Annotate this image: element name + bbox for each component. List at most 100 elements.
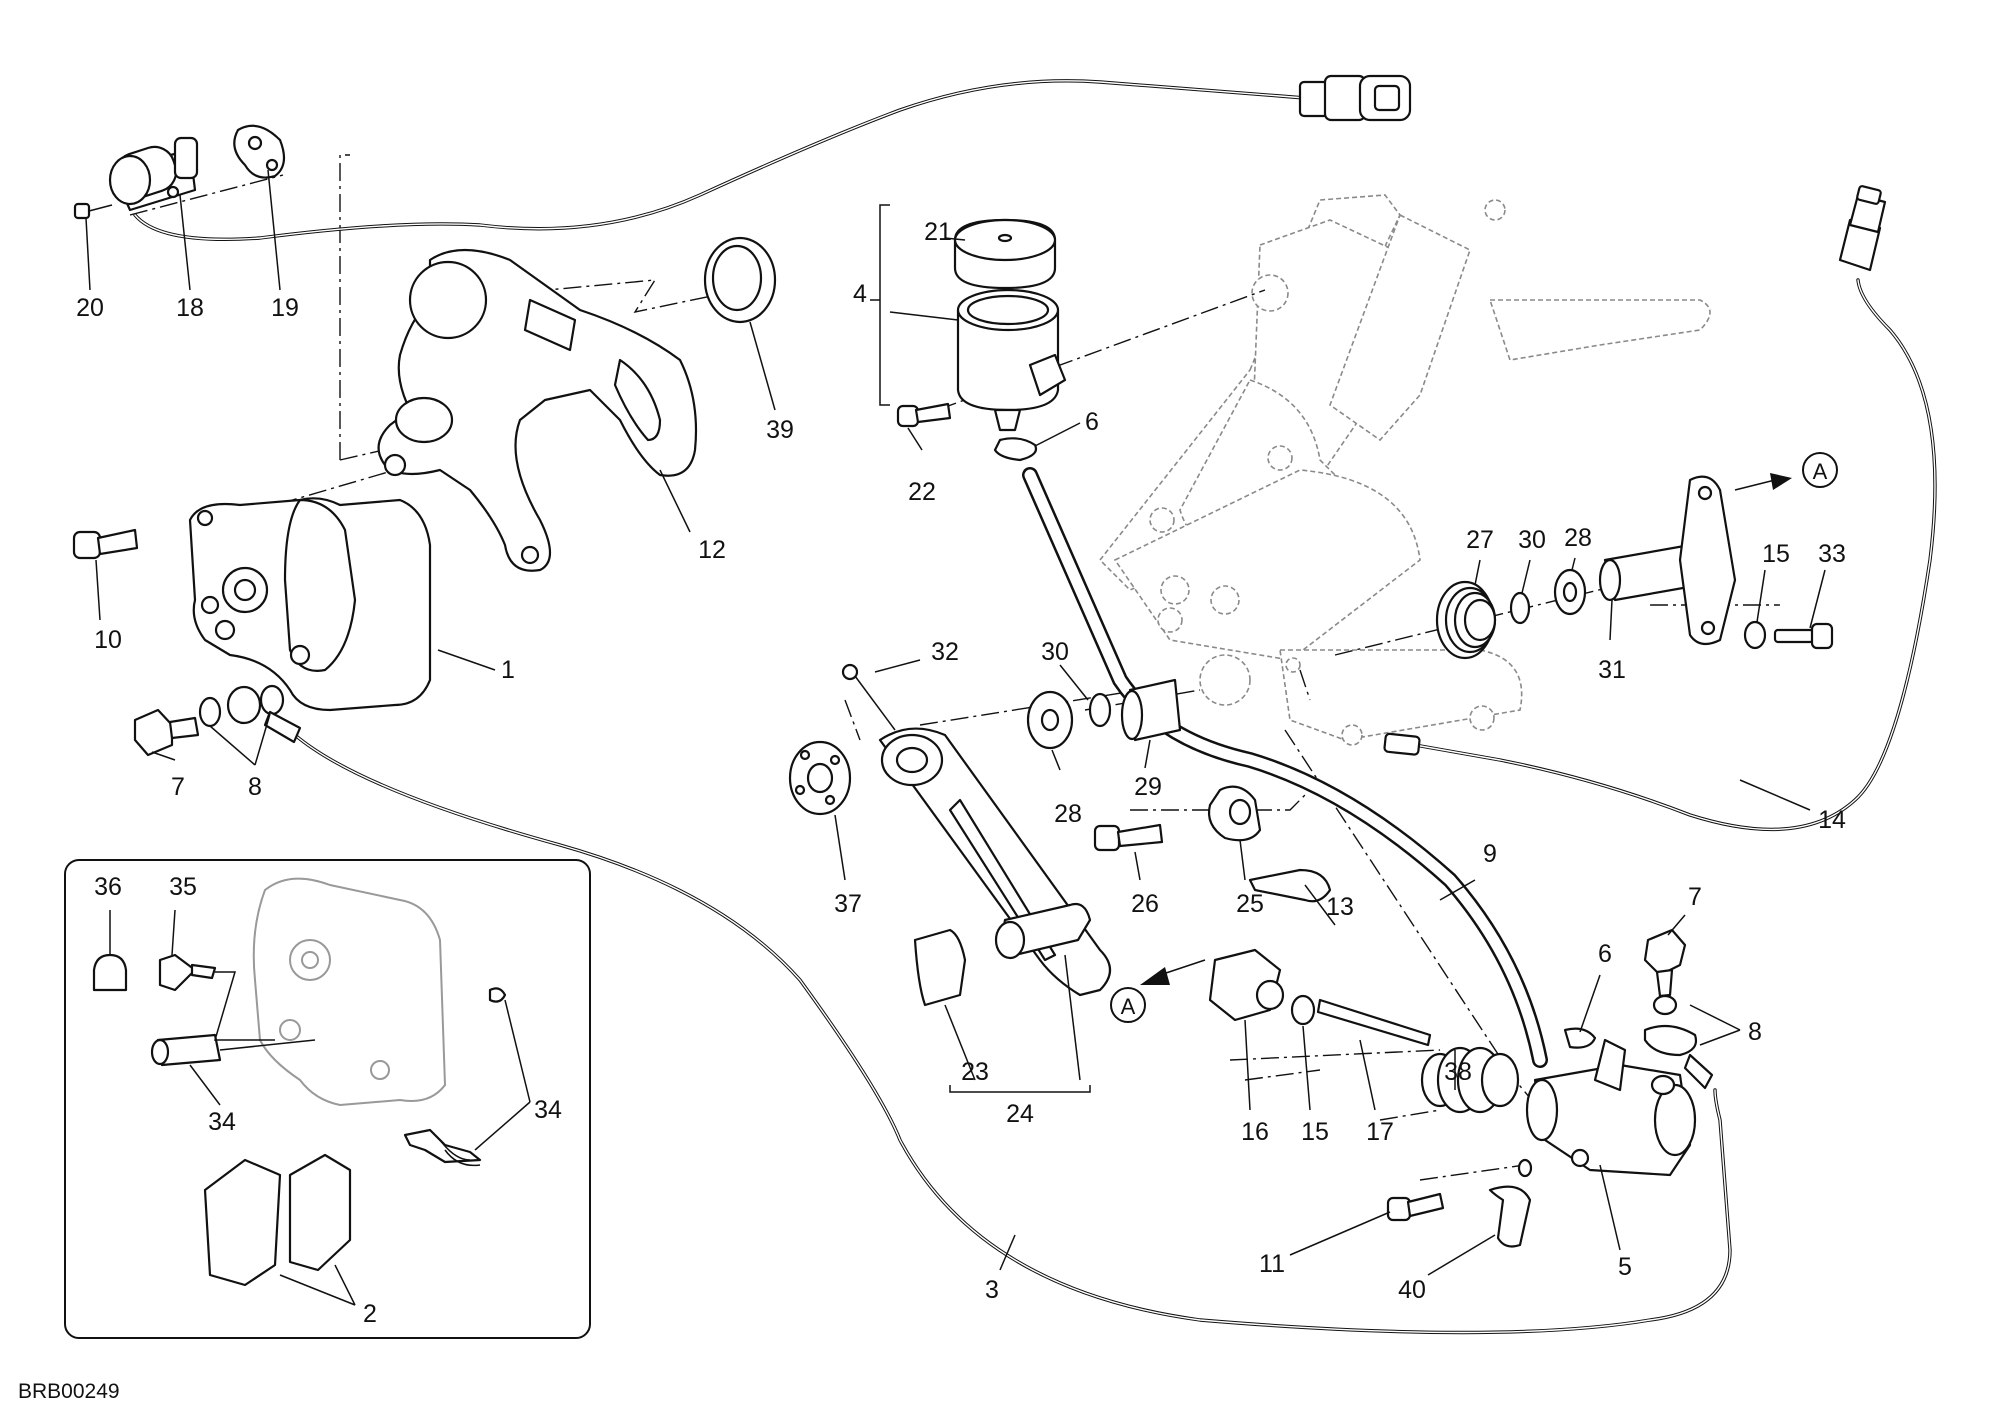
- ref-arrow-right: [1734, 452, 1838, 491]
- speed-sensor: [108, 136, 199, 212]
- pivot-bushing: [1120, 678, 1182, 742]
- callout-18: 18: [176, 294, 204, 322]
- brake-lever: [878, 727, 1112, 997]
- callout-28-left: 28: [1054, 800, 1082, 828]
- callout-11: 11: [1259, 1250, 1285, 1278]
- caliper-bolt: [72, 528, 139, 560]
- clevis-clip: [1248, 868, 1332, 903]
- mounting-bushing: [1207, 785, 1262, 842]
- callout-21: 21: [924, 218, 952, 246]
- callout-labels: 20 18 19 10 1 7 8 12 39 21 4 22 6 32 30 …: [18, 218, 1846, 1403]
- washer-right: [1553, 568, 1587, 616]
- spring-clip: [1488, 1158, 1533, 1248]
- callout-9: 9: [1483, 840, 1497, 868]
- inset-retainer-clip: [488, 987, 507, 1003]
- callout-8-right: 8: [1748, 1018, 1762, 1046]
- pivot-circlip: [1088, 692, 1112, 728]
- inset-inset-lines: [213, 971, 316, 1051]
- callout-10: 10: [94, 626, 122, 654]
- callout-5: 5: [1618, 1253, 1632, 1281]
- reservoir-bracket-lines: [870, 204, 959, 406]
- caliper-bracket: [377, 248, 698, 572]
- callout-34-left: 34: [208, 1108, 236, 1136]
- callout-32: 32: [931, 638, 959, 666]
- peg-plate: [788, 740, 852, 816]
- callout-33: 33: [1818, 540, 1846, 568]
- peg-shaft: [994, 902, 1092, 960]
- callout-28-right: 28: [1564, 524, 1592, 552]
- callout-8-left: 8: [248, 773, 262, 801]
- diagram-code: BRB00249: [18, 1380, 120, 1403]
- callout-23: 23: [961, 1058, 989, 1086]
- callout-15-right: 15: [1762, 540, 1790, 568]
- callout-19: 19: [271, 294, 299, 322]
- callout-27: 27: [1466, 526, 1494, 554]
- callout-6-bottom: 6: [1598, 940, 1612, 968]
- ref-mark-right: A: [1813, 459, 1828, 484]
- return-spring: [1435, 580, 1497, 660]
- callout-12: 12: [698, 536, 726, 564]
- sensor-gasket: [233, 124, 286, 179]
- pivot-washer: [1026, 690, 1074, 750]
- bleed-screw-left: [133, 708, 200, 757]
- reservoir-screw: [896, 402, 952, 428]
- inset-pin: [150, 1033, 222, 1067]
- inset-box: [64, 859, 591, 1339]
- callout-30-right: 30: [1518, 526, 1546, 554]
- callout-35: 35: [169, 873, 197, 901]
- callout-2: 2: [363, 1300, 377, 1328]
- callout-30-left: 30: [1041, 638, 1069, 666]
- callout-1: 1: [501, 656, 515, 684]
- bleed-screw-right: [1643, 928, 1687, 998]
- connector-plug-top: [1298, 74, 1412, 122]
- hose-clamp-top: [993, 437, 1038, 462]
- circlip-right: [1509, 591, 1531, 625]
- inset-brake-pads: [203, 1153, 352, 1287]
- hoses: [133, 79, 1937, 1335]
- brake-caliper: [188, 497, 432, 712]
- callout-31: 31: [1598, 656, 1626, 684]
- master-cylinder-screw: [1386, 1192, 1445, 1222]
- banjo-washers-right: [1643, 994, 1714, 1096]
- callout-14: 14: [1818, 806, 1846, 834]
- callout-13: 13: [1326, 893, 1354, 921]
- callout-25: 25: [1236, 890, 1264, 918]
- callout-37: 37: [834, 890, 862, 918]
- callout-17: 17: [1366, 1118, 1394, 1146]
- callout-26: 26: [1131, 890, 1159, 918]
- ghosted-frame: [1098, 194, 1711, 746]
- callout-3: 3: [985, 1276, 999, 1304]
- hose-clamp-bottom: [1563, 1027, 1597, 1049]
- callout-29: 29: [1134, 773, 1162, 801]
- master-cylinder: [1525, 1038, 1697, 1177]
- connector-plug-right: [1838, 185, 1887, 272]
- wire-end-fitting: [1383, 732, 1421, 756]
- callout-34-right: 34: [534, 1096, 562, 1124]
- callout-7-left: 7: [171, 773, 185, 801]
- shaft-bracket: [1678, 475, 1737, 646]
- brake-fluid-reservoir: [953, 218, 1067, 432]
- mounting-screw: [1093, 823, 1164, 852]
- callout-40: 40: [1398, 1276, 1426, 1304]
- callout-16: 16: [1241, 1118, 1269, 1146]
- bolt-right: [1743, 620, 1834, 650]
- callout-4: 4: [853, 280, 867, 308]
- inset-spring: [403, 1128, 482, 1167]
- callout-15-bottom: 15: [1301, 1118, 1329, 1146]
- clevis: [1208, 948, 1285, 1022]
- pivot-bolt: [841, 663, 896, 731]
- pushrod: [1316, 998, 1432, 1047]
- dust-boot: [1420, 1046, 1520, 1114]
- sensor-screw: [73, 202, 113, 220]
- inset-bleed-valve: [158, 953, 217, 992]
- callout-38: 38: [1444, 1058, 1472, 1086]
- spacer-ring: [703, 236, 777, 324]
- callout-20: 20: [76, 294, 104, 322]
- inset-ghost-caliper: [252, 877, 446, 1106]
- callout-6-top: 6: [1085, 408, 1099, 436]
- callout-22: 22: [908, 478, 936, 506]
- peg-rubber: [913, 928, 967, 1007]
- locknut: [1290, 994, 1316, 1026]
- ref-arrow-left: [1110, 959, 1206, 1023]
